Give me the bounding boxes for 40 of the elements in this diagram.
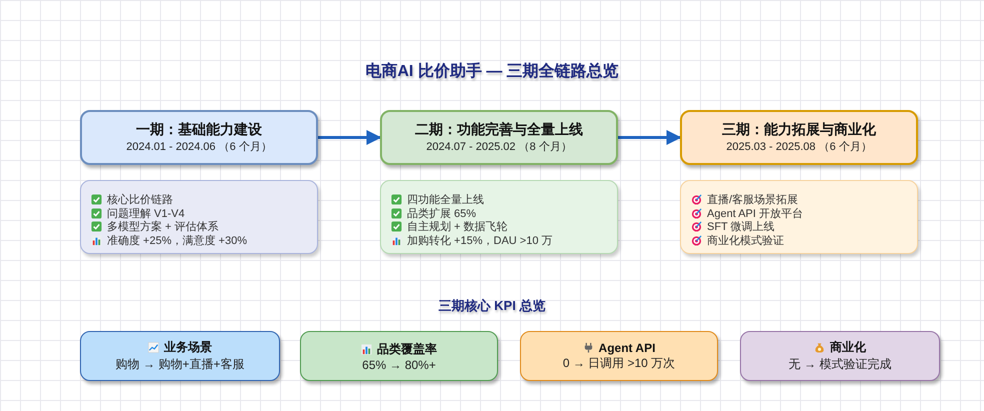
details-card xyxy=(680,180,918,254)
list-item: 直播/客服场景拓展 xyxy=(707,192,798,208)
box-heading: 业务场景 xyxy=(164,339,212,356)
list-item: 品类扩展 65% xyxy=(407,206,476,220)
list-item: SFT 微调上线 xyxy=(707,220,775,234)
list-item: Agent API 开放平台 xyxy=(707,206,803,221)
box-heading: 品类覆盖率 xyxy=(377,340,437,358)
date-range: 2024.01 - 2024.06 （6 个月） xyxy=(126,140,272,154)
kpi-card xyxy=(740,331,940,381)
date-range: 2024.07 - 2025.02 （8 个月） xyxy=(426,140,572,154)
diagram-title: 电商AI 比价助手 — 三期全链路总览 xyxy=(364,61,620,82)
arrow xyxy=(618,130,682,145)
kpi-value: 无 → 模式验证完成 xyxy=(788,356,892,373)
section-heading: 三期核心 KPI 总览 xyxy=(438,297,546,315)
details-card xyxy=(380,180,618,254)
kpi-value: 购物 → 购物+直播+客服 xyxy=(116,356,244,373)
list-item: 准确度 +25%，满意度 +30% xyxy=(107,234,247,248)
list-item: 加购转化 +15%，DAU >10 万 xyxy=(407,234,552,248)
phase-box xyxy=(380,110,618,165)
box-heading: 一期：基础能力建设 xyxy=(136,121,262,139)
kpi-value: 65% → 80%+ xyxy=(362,358,436,372)
box-heading: 二期：功能完善与全量上线 xyxy=(415,121,583,139)
list-item: 商业化模式验证 xyxy=(707,234,784,248)
box-heading: 三期：能力拓展与商业化 xyxy=(722,121,876,139)
kpi-card xyxy=(520,331,718,381)
list-item: 问题理解 V1-V4 xyxy=(107,206,185,220)
kpi-card xyxy=(300,331,498,381)
list-item: 多模型方案 + 评估体系 xyxy=(107,220,219,234)
list-item: 四功能全量上线 xyxy=(407,193,484,208)
phase-box xyxy=(680,110,918,165)
arrow xyxy=(318,130,382,145)
list-item: 核心比价链路 xyxy=(107,192,173,208)
details-card xyxy=(80,180,318,254)
date-range: 2025.03 - 2025.08 （6 个月） xyxy=(726,140,872,154)
box-heading: 商业化 xyxy=(830,339,866,356)
kpi-card xyxy=(80,331,280,381)
kpi-value: 0 → 日调用 >10 万次 xyxy=(562,354,676,372)
list-item: 自主规划 + 数据飞轮 xyxy=(407,220,508,234)
box-heading: Agent API xyxy=(598,340,656,354)
phase-box xyxy=(80,110,318,165)
